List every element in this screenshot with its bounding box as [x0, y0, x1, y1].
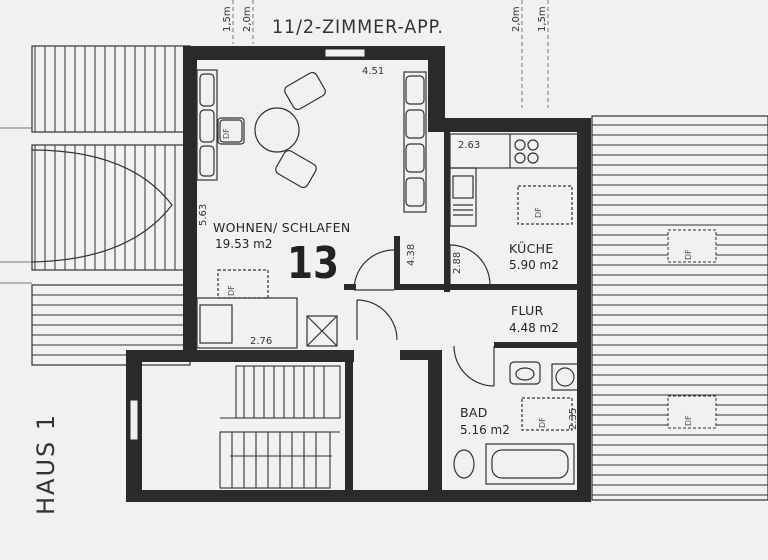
- kitchen-units: [449, 133, 581, 227]
- dim-left-height: 5.63: [198, 203, 209, 226]
- room-name-flur: FLUR: [511, 303, 544, 318]
- chairs: [217, 71, 326, 189]
- room-area-wohnen: 19.53 m2: [215, 237, 273, 251]
- dim-top-width: 4.51: [362, 66, 385, 77]
- dim-bath-height: 2.35: [568, 407, 579, 430]
- sofa: [196, 69, 218, 181]
- house-label: HAUS 1: [32, 412, 60, 515]
- room-name-kueche: KÜCHE: [509, 241, 554, 256]
- skylight-label-roof-2: DF: [684, 415, 693, 426]
- room-area-kueche: 5.90 m2: [509, 258, 559, 272]
- staircase: [219, 365, 341, 489]
- door-swings: [353, 244, 495, 387]
- top-mark-1: 1,5m: [222, 6, 233, 32]
- skylight-label-bath: DF: [538, 417, 547, 428]
- room-name-bad: BAD: [460, 405, 488, 420]
- walls: [126, 46, 591, 502]
- dim-kitchen-height: 2.88: [452, 251, 463, 274]
- left-roof-area: [31, 45, 191, 366]
- dim-bottom-width: 2.76: [250, 336, 273, 347]
- top-mark-2: 2,0m: [242, 6, 253, 32]
- wardrobe: [403, 71, 427, 213]
- dim-kitchen-width: 2.63: [458, 140, 481, 151]
- skylight-label-bed: DF: [227, 285, 236, 296]
- room-area-flur: 4.48 m2: [509, 321, 559, 335]
- plan-title: 11/2-ZIMMER-APP.: [272, 16, 444, 38]
- bed: [196, 269, 298, 349]
- shaft: [306, 315, 338, 347]
- right-roof-area: [591, 115, 768, 501]
- top-mark-3: 2,0m: [511, 6, 522, 32]
- dim-wall-segment: 4.38: [406, 243, 417, 266]
- skylight-label-roof-1: DF: [684, 249, 693, 260]
- skylight-label-kitchen: DF: [534, 207, 543, 218]
- room-area-bad: 5.16 m2: [460, 423, 510, 437]
- top-mark-4: 1,5m: [537, 6, 548, 32]
- room-name-wohnen: WOHNEN/ SCHLAFEN: [213, 220, 351, 235]
- skylight-label-living: DF: [222, 128, 231, 139]
- apartment-number: 13: [287, 238, 340, 289]
- bathroom-fixtures: [453, 361, 579, 485]
